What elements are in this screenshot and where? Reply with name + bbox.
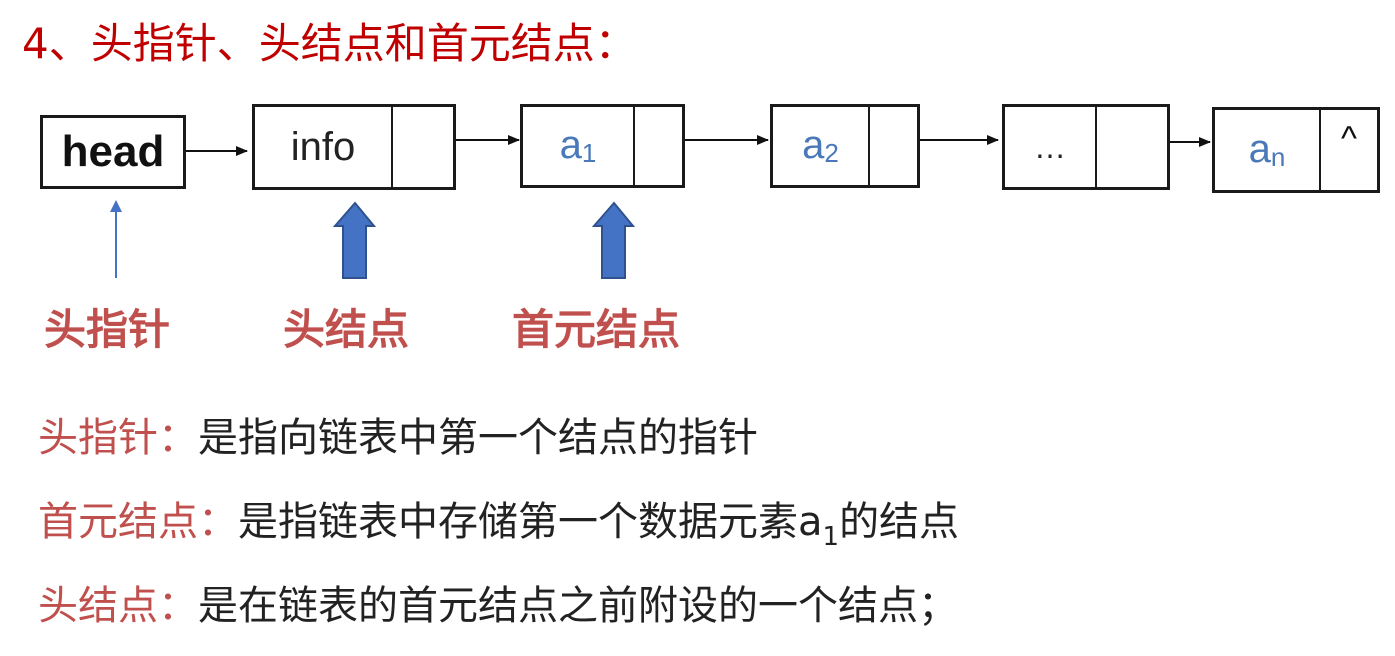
- label-first-node: 首元结点: [512, 305, 681, 354]
- node-divider: [1095, 107, 1097, 187]
- node-divider: [391, 107, 393, 187]
- definition-text: 是指链表中存储第一个数据元素a: [238, 499, 823, 545]
- definition-term: 头指针：: [38, 415, 198, 461]
- null-mark: ^: [1341, 120, 1357, 158]
- a1-field: a1: [559, 123, 597, 168]
- node-ellipsis-box: …: [1002, 104, 1170, 190]
- definition-text: 是在链表的首元结点之前附设的一个结点；: [198, 583, 958, 629]
- node-divider: [868, 107, 870, 185]
- ellipsis-field: …: [1034, 128, 1066, 165]
- block-arrow-icon-first-node: [591, 201, 636, 279]
- first-node-box: a1: [520, 104, 685, 188]
- node-divider: [633, 107, 635, 185]
- head-pointer-box: head: [40, 115, 186, 189]
- block-arrow-icon-head-node: [332, 201, 377, 279]
- a2-field: a2: [802, 123, 839, 168]
- definition-head-pointer: 头指针：是指向链表中第一个结点的指针: [38, 410, 758, 466]
- definition-first-node: 首元结点：是指链表中存储第一个数据元素a1的结点: [38, 499, 960, 552]
- head-node-box: info: [252, 104, 456, 190]
- slide-title: 4、头指针、头结点和首元结点：: [22, 19, 637, 68]
- an-field: an: [1248, 127, 1286, 172]
- info-field: info: [290, 124, 356, 169]
- label-head-node: 头结点: [283, 305, 410, 354]
- definition-term: 首元结点：: [38, 499, 238, 545]
- definition-term: 头结点：: [38, 583, 198, 629]
- label-head-pointer: 头指针: [44, 305, 171, 354]
- definition-head-node: 头结点：是在链表的首元结点之前附设的一个结点；: [38, 578, 958, 634]
- node-divider: [1319, 110, 1321, 190]
- head-label: head: [61, 127, 165, 176]
- node-an-box: an ^: [1212, 107, 1380, 193]
- pointer-arrow-icon: [110, 200, 122, 278]
- definition-text: 是指向链表中第一个结点的指针: [198, 415, 758, 461]
- node-a2-box: a2: [770, 104, 920, 188]
